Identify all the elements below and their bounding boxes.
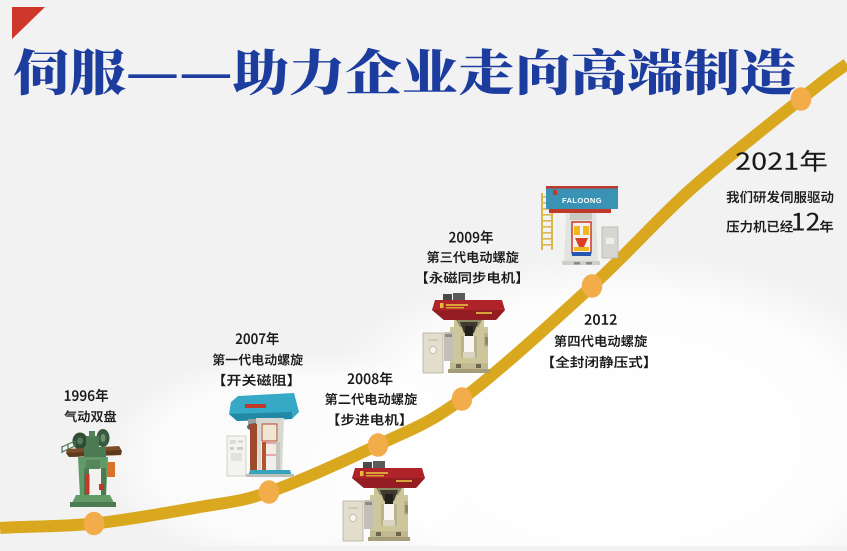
svg-text:FALOONG: FALOONG <box>562 196 602 205</box>
